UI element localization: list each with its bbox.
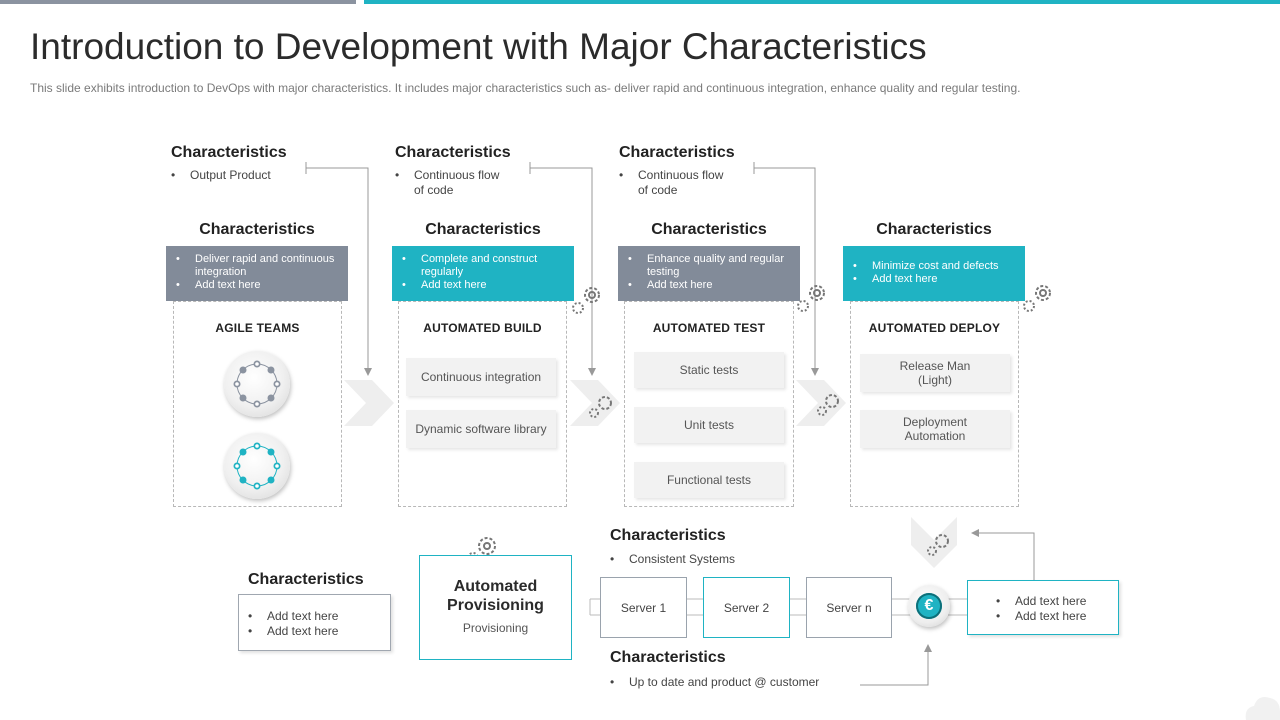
column-band-deploy: Minimize cost and defects Add text here [843, 246, 1025, 301]
build-item: Dynamic software library [406, 410, 556, 448]
provisioning-title-line: Provisioning [447, 597, 544, 614]
servers-top-characteristic: Characteristics Consistent Systems [610, 527, 735, 567]
characteristic-heading: Characteristics [395, 144, 511, 161]
provisioning-box: Automated Provisioning Provisioning [419, 555, 572, 660]
column-label-deploy: AUTOMATED DEPLOY [868, 321, 1001, 335]
characteristic-heading: Characteristics [610, 649, 726, 666]
box-bullet: Add text here [248, 609, 390, 624]
box-bullet: Add text here [996, 594, 1118, 609]
characteristic-bullet: Output Product [171, 168, 287, 183]
bullet-line: Continuous flow [638, 168, 724, 182]
band-bullet: Add text here [176, 279, 340, 292]
server-1-box: Server 1 [600, 577, 687, 638]
characteristic-bullet: Up to date and product @ customer [610, 675, 819, 690]
right-box: Add text here Add text here [967, 580, 1119, 635]
column-band-test: Enhance quality and regular testing Add … [618, 246, 800, 301]
build-item: Continuous integration [406, 358, 556, 396]
top-characteristic-1: Characteristics Output Product [171, 144, 287, 183]
bullet-line: Continuous flow [414, 168, 500, 182]
column-label-agile: AGILE TEAMS [215, 321, 300, 335]
characteristic-bullet: Consistent Systems [610, 552, 735, 567]
band-bullet: Complete and construct regularly [402, 253, 566, 279]
deploy-item: Deployment Automation [860, 410, 1010, 448]
column-heading-deploy: Characteristics [876, 221, 992, 238]
column-heading-agile: Characteristics [199, 221, 315, 238]
column-label-build: AUTOMATED BUILD [423, 321, 542, 335]
column-box-test [624, 301, 794, 507]
band-bullet: Deliver rapid and continuous integration [176, 253, 340, 279]
page-subtitle: This slide exhibits introduction to DevO… [30, 81, 1021, 95]
euro-symbol: € [916, 593, 942, 619]
column-heading-build: Characteristics [425, 221, 541, 238]
euro-icon: € [908, 585, 950, 627]
bullet-line: of code [638, 183, 678, 197]
test-item: Unit tests [634, 407, 784, 443]
band-bullet: Add text here [853, 273, 1017, 286]
bullet-line: of code [414, 183, 454, 197]
servers-bottom-characteristic: Characteristics Up to date and product @… [610, 649, 819, 690]
agile-team-circle-teal [224, 433, 290, 499]
top-accent-bar-teal [364, 0, 1280, 4]
bottom-left-heading: Characteristics [248, 571, 364, 588]
server-n-box: Server n [806, 577, 892, 638]
server-2-box: Server 2 [703, 577, 790, 638]
band-bullet: Minimize cost and defects [853, 260, 1017, 273]
test-item: Static tests [634, 352, 784, 388]
team-icon [233, 360, 281, 408]
page-title: Introduction to Development with Major C… [30, 26, 927, 67]
column-heading-test: Characteristics [651, 221, 767, 238]
band-bullet: Add text here [402, 279, 566, 292]
characteristic-heading: Characteristics [610, 527, 726, 544]
box-bullet: Add text here [996, 609, 1118, 624]
column-box-deploy [850, 301, 1019, 507]
top-accent-bar-grey [0, 0, 356, 4]
band-bullet: Enhance quality and regular testing [628, 253, 792, 279]
provisioning-title-line: Automated [453, 578, 538, 595]
characteristic-heading: Characteristics [619, 144, 735, 161]
column-label-test: AUTOMATED TEST [652, 321, 766, 335]
cloud-icon [1245, 697, 1280, 720]
characteristic-heading: Characteristics [171, 144, 287, 161]
column-box-agile [173, 301, 342, 507]
band-bullet: Add text here [628, 279, 792, 292]
test-item: Functional tests [634, 462, 784, 498]
team-icon [233, 442, 281, 490]
deploy-item: Release Man (Light) [860, 354, 1010, 392]
column-band-build: Complete and construct regularly Add tex… [392, 246, 574, 301]
box-bullet: Add text here [248, 624, 390, 639]
bottom-left-box: Add text here Add text here [238, 594, 391, 651]
column-box-build [398, 301, 567, 507]
agile-team-circle-grey [224, 351, 290, 417]
provisioning-subtitle: Provisioning [462, 621, 529, 635]
column-band-agile: Deliver rapid and continuous integration… [166, 246, 348, 301]
